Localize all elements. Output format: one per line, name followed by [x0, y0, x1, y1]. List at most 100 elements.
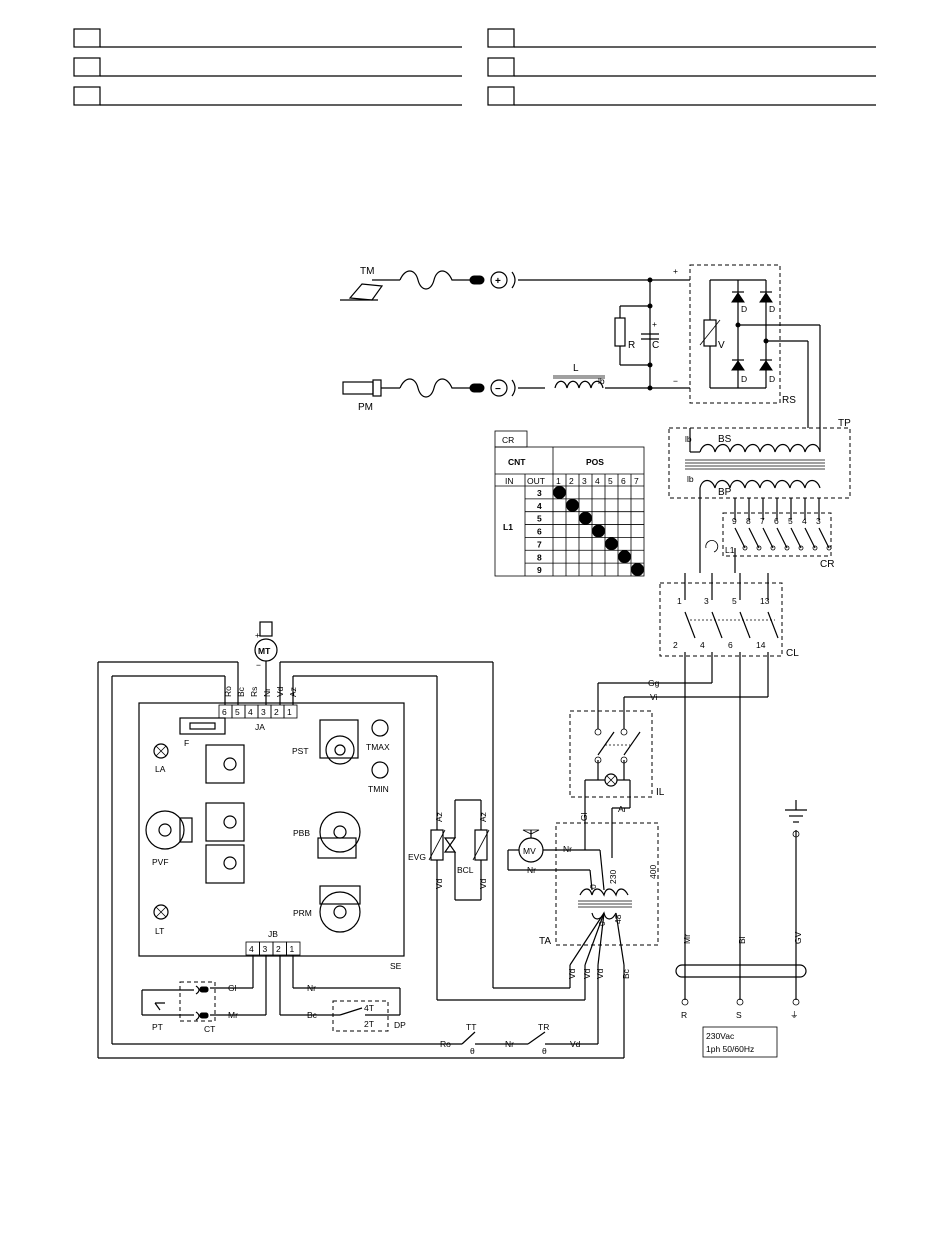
- legend-checkbox[interactable]: [487, 86, 515, 106]
- cr-contact-dot: [566, 498, 579, 512]
- jb-pin-number: 3: [263, 944, 268, 954]
- svg-text:Vd: Vd: [570, 1039, 581, 1049]
- svg-text:TR: TR: [538, 1022, 549, 1032]
- cl-pole-top: 13: [760, 596, 770, 606]
- tp-label: TP: [838, 418, 851, 429]
- pot-pvf: [145, 810, 185, 850]
- coil-bcl: BCL Az Vd: [454, 799, 490, 901]
- svg-text:4T: 4T: [364, 1003, 374, 1013]
- svg-text:Az: Az: [478, 812, 488, 822]
- svg-text:PST: PST: [292, 746, 309, 756]
- svg-text:BCL: BCL: [457, 865, 474, 875]
- cr-out-label: 7: [537, 539, 542, 549]
- svg-text:OUT: OUT: [527, 476, 545, 486]
- svg-text:L: L: [573, 363, 579, 374]
- jb-pin-number: 2: [276, 944, 281, 954]
- svg-text:−: −: [495, 384, 501, 395]
- svg-text:+: +: [652, 319, 657, 329]
- workpiece-pm: PM −: [342, 378, 516, 413]
- fuse-f: [179, 717, 226, 735]
- cr-position-header: 2: [569, 476, 574, 486]
- ja-pin-number: 4: [248, 707, 253, 717]
- svg-text:TMIN: TMIN: [368, 784, 389, 794]
- cl-pole-bottom: 6: [728, 640, 733, 650]
- svg-text:L1: L1: [503, 522, 513, 532]
- cr-label: CR: [820, 559, 834, 570]
- svg-text:L1: L1: [725, 545, 735, 555]
- pressure-switch-dp: 4T 2T DP: [332, 1000, 406, 1032]
- svg-text:Ar: Ar: [618, 804, 627, 814]
- svg-text:Gg: Gg: [648, 678, 660, 688]
- svg-text:Gl: Gl: [579, 812, 589, 821]
- svg-text:IN: IN: [505, 476, 514, 486]
- pot-prm: [319, 891, 361, 933]
- svg-text:EVG: EVG: [408, 852, 426, 862]
- cr-contact-dot: [618, 550, 631, 564]
- svg-text:0: 0: [588, 884, 598, 889]
- svg-text:PVF: PVF: [152, 857, 169, 867]
- svg-text:+: +: [495, 276, 501, 287]
- cl-pole-top: 3: [704, 596, 709, 606]
- svg-text:PRM: PRM: [293, 908, 312, 918]
- cr-contact-dot: [605, 537, 618, 551]
- svg-text:GV: GV: [793, 931, 803, 944]
- lamp-lt: [153, 904, 169, 920]
- cr-contact-dot: [579, 511, 592, 525]
- svg-text:−: −: [673, 376, 678, 386]
- svg-text:D: D: [769, 304, 775, 314]
- supply-phase: 1ph 50/60Hz: [706, 1044, 754, 1054]
- ja-wire-label: Bc: [236, 686, 246, 697]
- plus-terminal: [490, 271, 508, 289]
- svg-text:Vi: Vi: [650, 692, 658, 702]
- legend-checkbox[interactable]: [73, 28, 101, 48]
- legend-checkbox[interactable]: [73, 86, 101, 106]
- motor-mt: MT + −: [254, 621, 278, 705]
- cr-position-header: 5: [608, 476, 613, 486]
- pm-label: PM: [358, 402, 373, 413]
- svg-text:MV: MV: [523, 846, 536, 856]
- svg-text:Vd: Vd: [434, 878, 444, 889]
- ja-pin-number: 3: [261, 707, 266, 717]
- cr-position-header: 3: [582, 476, 587, 486]
- svg-text:−: −: [256, 660, 261, 670]
- minus-terminal: [490, 379, 508, 397]
- legend-checkbox[interactable]: [487, 57, 515, 77]
- cr-table-title: CR: [502, 435, 514, 445]
- thermo-tmax: [371, 719, 389, 737]
- cl-pole-top: 1: [677, 596, 682, 606]
- cl-pole-bottom: 4: [700, 640, 705, 650]
- cr-tap-label: 4: [802, 516, 807, 526]
- legend-checkbox[interactable]: [73, 57, 101, 77]
- rs-label: RS: [782, 395, 796, 406]
- tm-label: TM: [360, 266, 374, 277]
- svg-text:48: 48: [613, 914, 623, 924]
- svg-text:Vd: Vd: [567, 968, 577, 979]
- svg-text:Mr: Mr: [228, 1010, 238, 1020]
- torch-tm: TM +: [340, 266, 516, 301]
- svg-text:Nr: Nr: [527, 865, 536, 875]
- svg-text:lb: lb: [685, 434, 692, 444]
- svg-text:Az: Az: [434, 812, 444, 822]
- svg-text:DP: DP: [394, 1020, 406, 1030]
- legend-checkbox[interactable]: [487, 28, 515, 48]
- cr-tap-contact: [798, 545, 804, 551]
- cr-tap-contact: [826, 545, 832, 551]
- cr-tap-contact: [770, 545, 776, 551]
- secondary-winding-bs: [699, 443, 821, 453]
- ja-wire-label: Nr: [262, 688, 272, 697]
- cr-contact-dot: [553, 485, 566, 499]
- thermostat-tt: TT θ: [461, 1022, 476, 1056]
- svg-text:+: +: [255, 630, 260, 640]
- svg-text:V: V: [718, 340, 725, 351]
- cr-tap-contact: [812, 545, 818, 551]
- primary-winding-bp: [699, 479, 821, 489]
- ja-pin-number: 2: [274, 707, 279, 717]
- svg-text:Gl: Gl: [228, 983, 237, 993]
- thermo-tmin: [371, 761, 389, 779]
- cr-out-label: 4: [537, 501, 542, 511]
- svg-text:F: F: [184, 738, 189, 748]
- switch-pt: PT: [141, 989, 194, 1032]
- cr-tap-label: 6: [774, 516, 779, 526]
